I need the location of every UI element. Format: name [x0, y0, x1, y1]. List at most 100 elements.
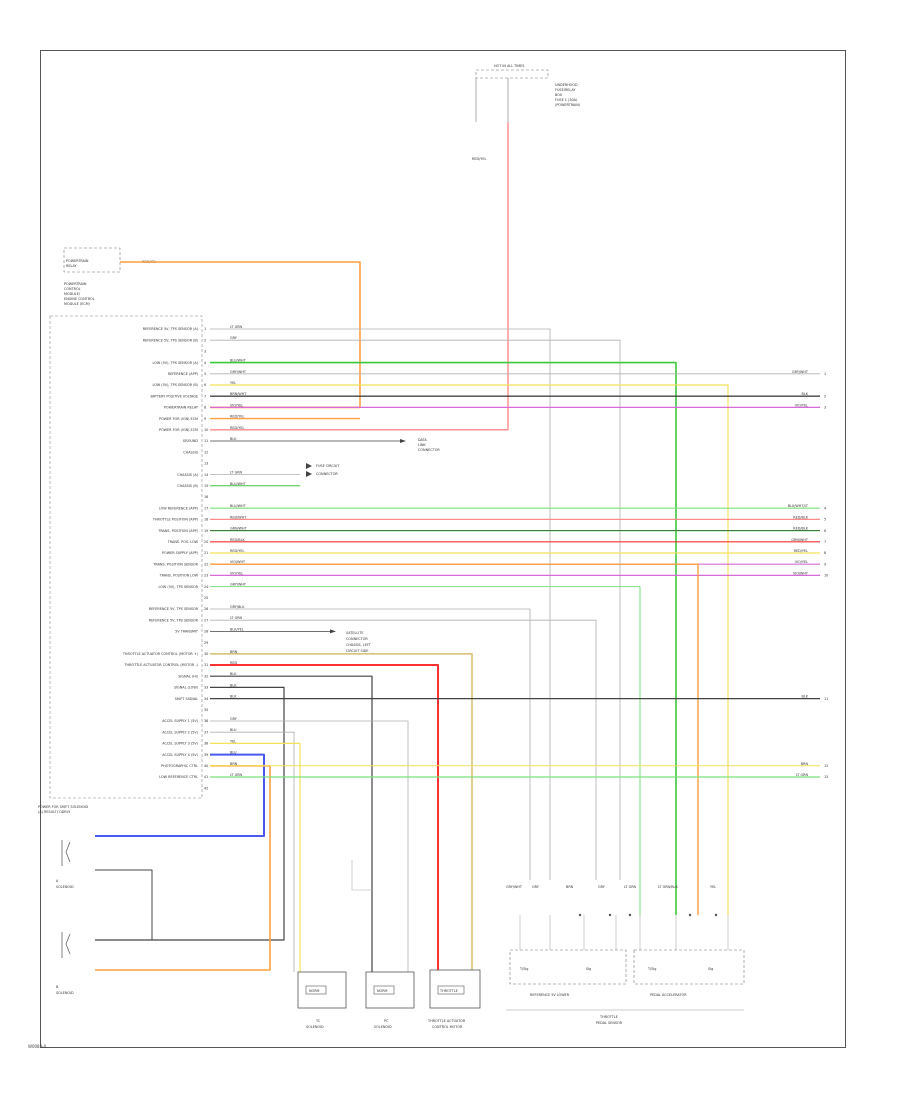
pin-wire-label: RED/YEL — [230, 549, 244, 553]
relay-label: POWERTRAIN RELAY — [66, 259, 90, 268]
svg-text:PEDAL SENSOR: PEDAL SENSOR — [596, 1021, 623, 1025]
top-fuse-connector: HOT IN ALL TIMES UNDERHOOD FUSE/RELAY BO… — [472, 64, 581, 161]
pin-number: 36 — [204, 719, 208, 723]
right-wire-label: BLK — [802, 392, 809, 396]
wire-tac-plus — [210, 653, 473, 970]
pin-name: TRANS. POSITION LOW — [159, 574, 199, 578]
svg-text:Sig: Sig — [708, 967, 713, 971]
pin-name: ACCEL SUPPLY 2 (5V) — [162, 730, 198, 734]
wire-accel-3 — [210, 742, 301, 972]
wire-tac-minus — [210, 664, 439, 970]
pin-name: TRANS. POS. LOW — [167, 540, 199, 544]
pin-name: REFERENCE 5V, TPS SENSOR (A) — [143, 327, 199, 331]
pin-number: 4 — [204, 361, 206, 365]
pin-number: 6 — [204, 383, 206, 387]
right-ref-number: 13 — [824, 775, 828, 779]
right-wire-label: VIO/WHT — [793, 571, 809, 575]
right-wire-label: RED/BLK — [793, 515, 808, 519]
wire-ref-gray1 — [210, 608, 531, 880]
pin-name: LOW (5V), TPS SENSOR (B) — [152, 383, 198, 387]
wire-ref5v-b — [210, 339, 621, 880]
figure-code: W0083-0 — [28, 1044, 47, 1049]
wire-tc-stub — [351, 860, 372, 891]
pin-number: 23 — [204, 574, 208, 578]
pin-wire-label: BLK/YEL — [230, 627, 244, 631]
pin-wire-label: YEL — [230, 381, 236, 385]
right-ref-number: 9 — [824, 562, 826, 566]
svg-text:T/Sig: T/Sig — [519, 967, 528, 971]
pin-number: 9 — [204, 417, 206, 421]
pin-number: 20 — [204, 540, 208, 544]
svg-text:T/Sig: T/Sig — [647, 967, 656, 971]
pin-wire-label: RED/YEL — [230, 415, 244, 419]
pin-number: 42 — [204, 786, 208, 790]
right-ref-number: 6 — [824, 529, 826, 533]
pin-name: SIGNAL (LOW) — [174, 686, 199, 690]
solenoid-power-header: POWER FOR SHIFT SOLENOID (A) RESULT) ODR… — [38, 805, 89, 814]
right-ref-number: 10 — [824, 574, 828, 578]
sensor-terminal — [578, 913, 582, 917]
satellite-connector-note: SATELLITE CONNECTOR CHASSIS, LEFT CIRCUI… — [346, 631, 372, 653]
pin-number: 27 — [204, 618, 208, 622]
top-wire-label: RED/YEL — [472, 157, 486, 161]
pin-number: 3 — [204, 350, 206, 354]
wire-signal-low — [95, 686, 285, 941]
pin-name: ACCEL SUPPLY 1 (5V) — [162, 719, 198, 723]
pin-name: PHOTOGRAPHIC CTRL — [161, 764, 198, 768]
pin-number: 40 — [204, 764, 208, 768]
pin-number: 15 — [204, 484, 208, 488]
bottom-wire-label: GRY — [598, 885, 606, 889]
pin-number: 11 — [204, 439, 208, 443]
wire-sol-a-return — [95, 869, 153, 940]
right-ref-number: 5 — [824, 518, 826, 522]
pin-wire-label: BRN/WHT — [230, 392, 247, 396]
svg-text:SOLENOID: SOLENOID — [306, 1025, 324, 1029]
pin-wire-label: GRY/BLK — [230, 605, 245, 609]
right-edge-labels: GRY/WHT1BLK2VIO/YEL3BLU/WHT/LT4RED/BLK5R… — [788, 370, 829, 779]
svg-text:THROTTLE: THROTTLE — [439, 989, 458, 993]
pin-number: 25 — [204, 596, 208, 600]
pin-number: 1 — [204, 327, 206, 331]
pin-name: POWER FOR (IGN) ECM — [159, 417, 198, 421]
pin-list: REFERENCE 5V, TPS SENSOR (A) 1 LT GRN REFER… — [122, 325, 248, 790]
right-wire-label: BRN — [801, 762, 809, 766]
svg-text:FUSE CIRCUIT CONNECTOR: FUSE CIRCUIT CONNECTOR — [316, 464, 340, 476]
right-wire-label: RED/YEL — [794, 549, 808, 553]
pin-wire-label: GRY — [230, 717, 238, 721]
pin-name: SHIFT SIGNAL — [175, 697, 198, 701]
pin-name: CHASSIS (A) — [177, 473, 198, 477]
svg-text:SOLENOID: SOLENOID — [56, 885, 74, 889]
pin-name: TRANS. POSITION (APP) — [157, 529, 198, 533]
svg-text:REFERENCE 5V LOWER: REFERENCE 5V LOWER — [530, 993, 570, 997]
pin-number: 24 — [204, 585, 208, 589]
pin-name: ACCEL SUPPLY 3 (5V) — [162, 742, 198, 746]
pin-wire-label: YEL — [230, 739, 236, 743]
module-title: POWERTRAIN CONTROL MODULE/ ENGINE CONTRO… — [64, 282, 96, 306]
pin-number: 29 — [204, 641, 208, 645]
pin-name: POWER FOR (IGN) ECM — [159, 428, 198, 432]
pc-solenoid: NORM PC SOLENOID — [365, 971, 415, 1029]
pin-name: CHASSIS — [183, 450, 198, 454]
wire-blue-sol-a — [95, 753, 265, 837]
pin-wire-label: VIO/WHT — [230, 560, 246, 564]
right-wire-label: BLU/WHT/LT — [788, 504, 809, 508]
wire-orange-down — [210, 563, 699, 915]
pin-name: BATTERY POSITIVE VOLTAGE — [150, 394, 198, 398]
pin-number: 30 — [204, 652, 208, 656]
wire-harness — [95, 122, 820, 972]
svg-text:PEDAL ACCELERATOR: PEDAL ACCELERATOR — [650, 993, 687, 997]
pin-wire-label: BLU/WHT — [230, 359, 247, 363]
pin-wire-label: GRY — [230, 336, 238, 340]
wire-signal-hi — [210, 675, 373, 972]
pin-wire-label: BLK — [230, 683, 237, 687]
pin-name: REFERENCE (APP) — [168, 372, 199, 376]
right-wire-label: LT GRN — [796, 773, 809, 777]
pin-number: 13 — [204, 462, 208, 466]
pin-wire-label: BLK — [230, 695, 237, 699]
right-ref-number: 2 — [824, 394, 826, 398]
pin-number: 14 — [204, 473, 208, 477]
svg-text:THROTTLE ACTUATOR: THROTTLE ACTUATOR — [427, 1019, 466, 1023]
powertrain-relay: POWERTRAIN RELAY RED/YEL — [63, 247, 156, 273]
pin-wire-label: LT GRN — [230, 471, 243, 475]
